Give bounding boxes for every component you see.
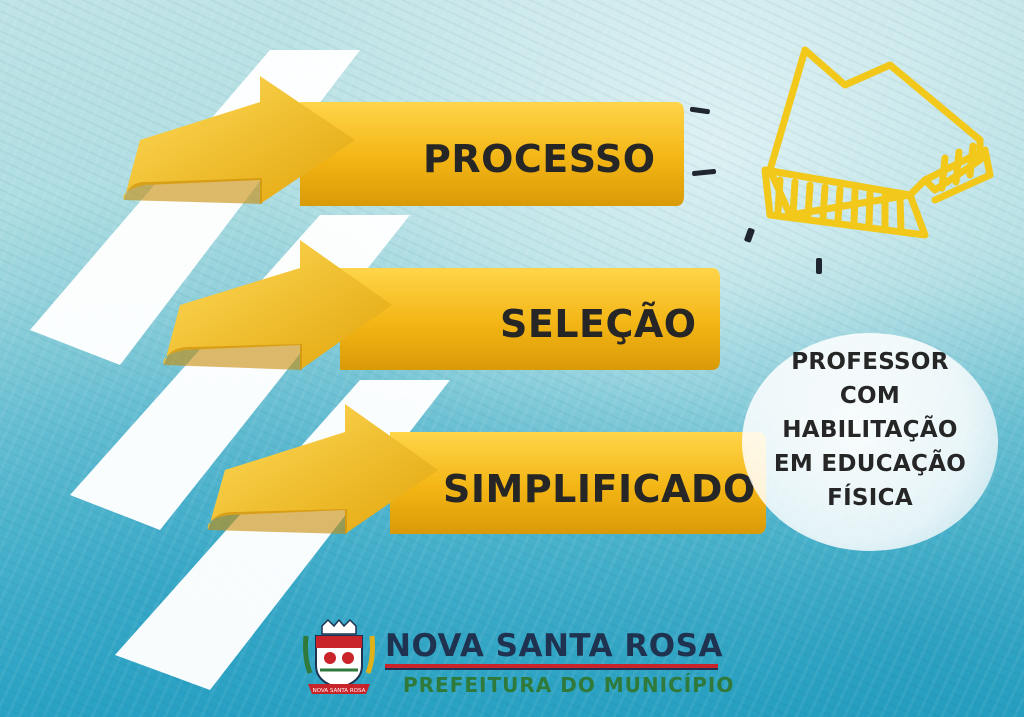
ribbon-simplificado xyxy=(207,404,766,534)
svg-text:NOVA SANTA ROSA: NOVA SANTA ROSA xyxy=(313,688,366,694)
callout-line-3: HABILITAÇÃO xyxy=(782,417,958,443)
callout-circle xyxy=(742,333,998,551)
ribbon-selecao xyxy=(163,240,720,370)
org-subtitle: PREFEITURA DO MUNICÍPIO xyxy=(403,673,735,697)
ink-dashes xyxy=(689,106,822,274)
headline-word-selecao: SELEÇÃO xyxy=(500,302,697,346)
callout-text: PROFESSOR COM HABILITAÇÃO EM EDUCAÇÃO FÍ… xyxy=(742,345,998,515)
org-name: NOVA SANTA ROSA xyxy=(385,628,723,664)
org-name-underline xyxy=(385,664,718,670)
callout-line-1: PROFESSOR xyxy=(791,349,949,375)
callout-line-5: FÍSICA xyxy=(827,485,913,511)
headline-word-simplificado: SIMPLIFICADO xyxy=(443,467,756,511)
headline-word-processo: PROCESSO xyxy=(423,137,656,181)
ribbon-processo xyxy=(123,76,684,206)
callout-line-2: COM xyxy=(839,383,901,409)
city-crest-icon: NOVA SANTA ROSA xyxy=(303,618,375,694)
callout-line-4: EM EDUCAÇÃO xyxy=(773,451,967,477)
broken-box-doodle-icon xyxy=(761,46,994,239)
